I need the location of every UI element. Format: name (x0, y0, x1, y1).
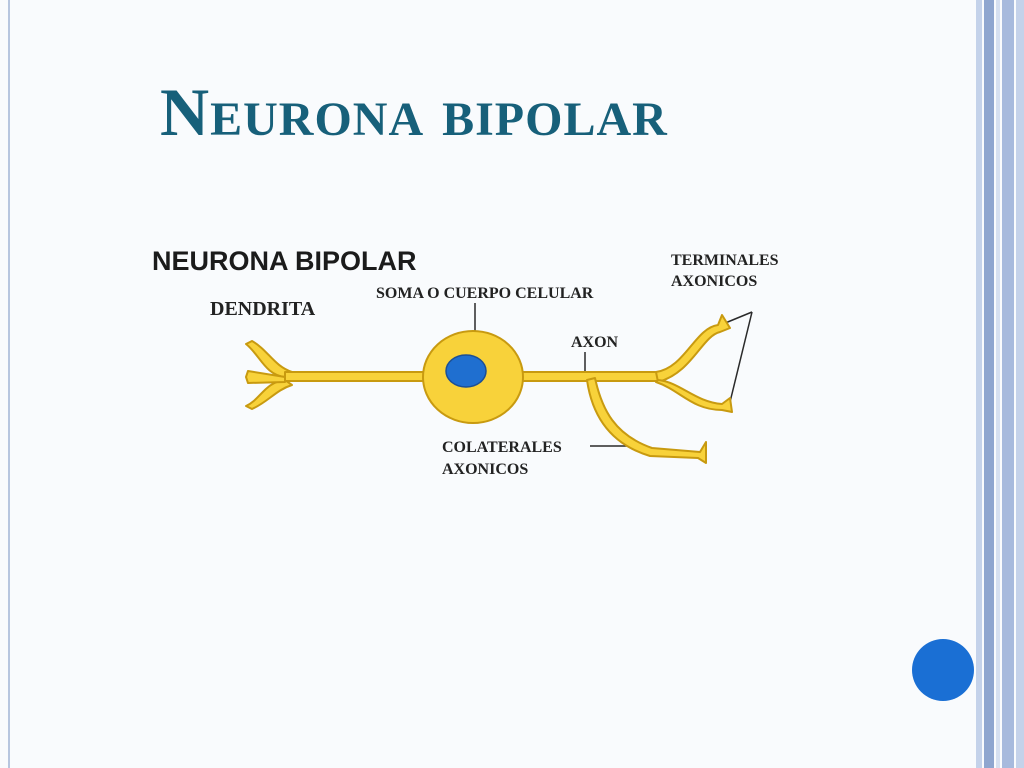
terminals-label-line1: TERMINALES (671, 252, 779, 269)
terminal-branch-upper (655, 314, 731, 383)
terminal-branch-lower (655, 379, 733, 413)
dendrite-label: DENDRITA (210, 298, 316, 320)
right-decorative-bars (976, 0, 1024, 768)
neuron-figure: NEURONA BIPOLAR (140, 230, 820, 520)
dendrite-branch-lower (245, 379, 293, 410)
dendrite-branch-upper (245, 340, 293, 378)
collateral-branch (586, 377, 707, 464)
slide-title: Neurona bipolar (160, 74, 668, 150)
terminals-label-line2: AXONICOS (671, 273, 757, 290)
nucleus (445, 354, 487, 388)
nav-circle-button[interactable] (912, 639, 974, 701)
left-border-line (8, 0, 10, 768)
terminal-pointer-lower (729, 311, 753, 403)
figure-heading: NEURONA BIPOLAR (152, 246, 417, 276)
axon-label: AXON (571, 334, 619, 351)
pointer-lines (474, 303, 753, 447)
soma-label: SOMA O CUERPO CELULAR (376, 285, 594, 302)
dendrite-trunk (284, 371, 436, 382)
collaterals-label-line2: AXONICOS (442, 461, 528, 478)
bipolar-neuron-diagram: NEURONA BIPOLAR (152, 246, 779, 478)
neuron-shape (245, 314, 733, 464)
collaterals-label-line1: COLATERALES (442, 439, 562, 456)
axon-trunk (509, 371, 661, 382)
